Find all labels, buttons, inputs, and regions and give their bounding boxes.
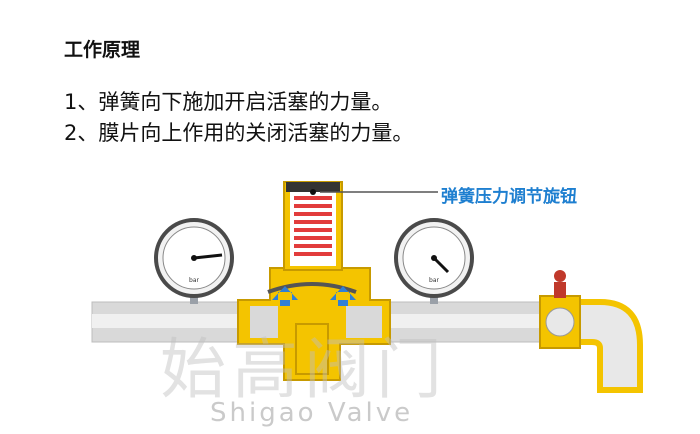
principle-point-2: 2、膜片向上作用的关闭活塞的力量。 <box>64 121 414 145</box>
gauge-unit-left: bar <box>189 277 199 284</box>
pressure-arrow-right <box>330 286 356 306</box>
ball-valve <box>539 270 581 349</box>
gauge-unit-right: bar <box>429 277 439 284</box>
section-title: 工作原理 <box>64 39 141 61</box>
pressure-arrow-left <box>272 286 298 306</box>
pressure-gauge-right: bar <box>394 218 474 298</box>
spring <box>294 196 332 256</box>
pressure-gauge-left: bar <box>154 218 234 298</box>
principle-point-1: 1、弹簧向下施加开启活塞的力量。 <box>64 90 393 114</box>
spring-knob-label: 弹簧压力调节旋钮 <box>441 187 577 207</box>
watermark-chinese: 始高阀门 <box>160 331 448 408</box>
spring-housing <box>283 181 343 271</box>
watermark-english: Shigao Valve <box>210 398 414 428</box>
